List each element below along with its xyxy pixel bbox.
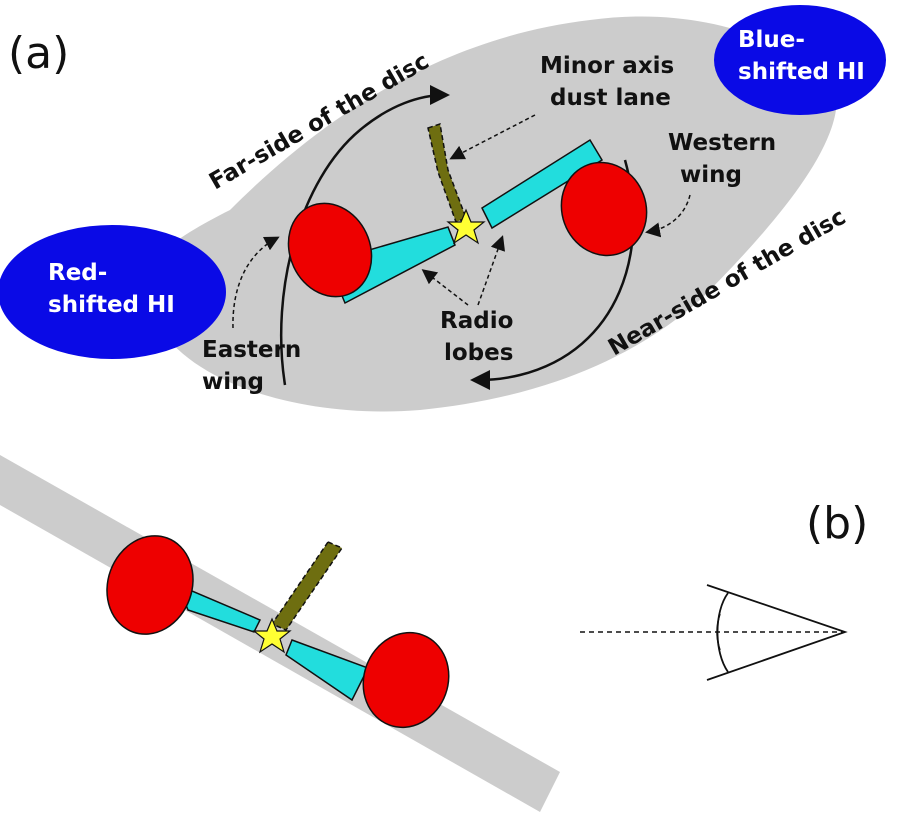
radio-lobe-pointer-1 xyxy=(421,269,469,306)
western-wing-pointer xyxy=(645,194,691,238)
radio-lobes-label-line1: Radio xyxy=(440,308,513,334)
eastern-wing-pointer xyxy=(232,236,280,329)
panel-a: Red- shifted HI Blue- shifted HI (a) Min… xyxy=(0,5,886,412)
eastern-lobe xyxy=(287,202,373,298)
edge-on-lobe-left xyxy=(106,535,194,635)
observer-eye-icon xyxy=(580,584,848,681)
far-side-rotation-arc xyxy=(279,85,450,386)
western-wing-label-line1: Western xyxy=(668,130,776,156)
red-shifted-hi-blob xyxy=(0,225,226,359)
panel-b-label: (b) xyxy=(806,498,868,549)
edge-on-dust-lane xyxy=(270,541,344,631)
blue-hi-label-line1: Blue- xyxy=(738,27,805,53)
blue-shifted-hi-blob xyxy=(714,5,886,115)
western-wing-label-line2: wing xyxy=(680,162,742,188)
dust-lane-label-line2: dust lane xyxy=(550,85,671,111)
panel-a-label: (a) xyxy=(8,28,69,79)
red-hi-label-line1: Red- xyxy=(48,260,107,286)
red-hi-label-line2: shifted HI xyxy=(48,292,175,318)
radio-lobe-pointer-2 xyxy=(477,235,506,306)
eastern-wing-label-line2: wing xyxy=(202,369,264,395)
radio-lobes-label-line2: lobes xyxy=(444,340,513,366)
panel-b: (b) xyxy=(0,455,868,812)
dust-lane-label-line1: Minor axis xyxy=(540,53,674,79)
blue-hi-label-line2: shifted HI xyxy=(738,59,865,85)
western-lobe xyxy=(560,161,648,257)
core-star xyxy=(446,208,486,245)
minor-axis-dust-lane xyxy=(427,123,467,223)
edge-on-core-star xyxy=(252,617,292,654)
edge-on-lobe-right xyxy=(362,631,450,729)
dust-lane-pointer xyxy=(449,114,536,160)
radio-jet-west xyxy=(481,138,604,230)
edge-on-jet-right xyxy=(285,639,370,702)
eastern-wing-label-line1: Eastern xyxy=(202,337,301,363)
